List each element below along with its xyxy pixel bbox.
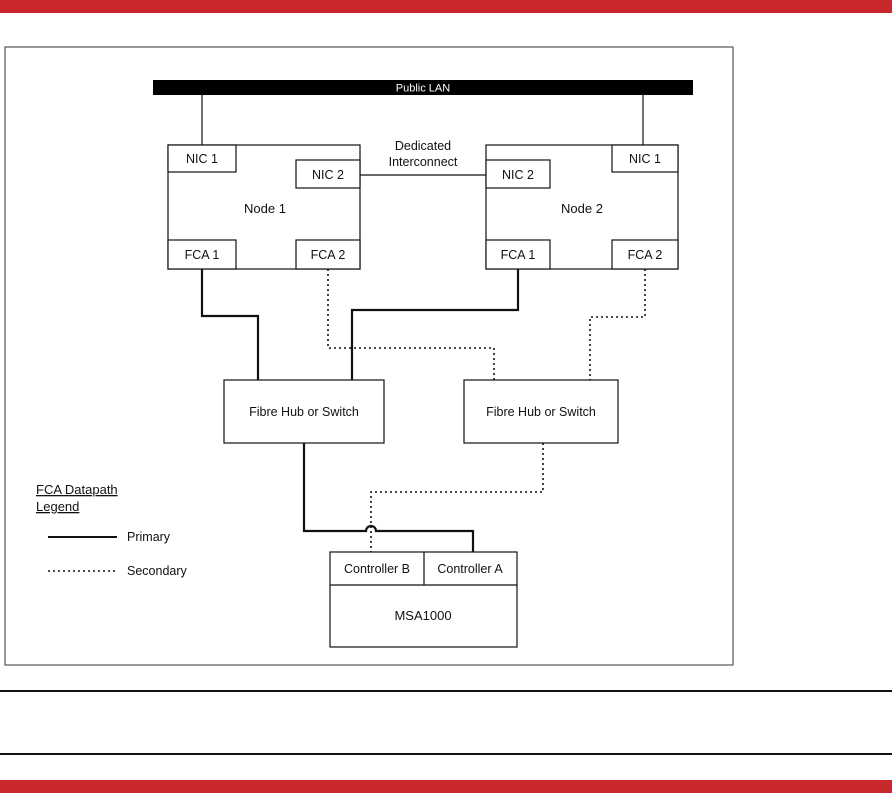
node-2-box [485, 144, 679, 270]
node-2-nic2-box [485, 159, 551, 189]
interconnect-label-line2: Interconnect [389, 155, 458, 169]
public-lan-label: Public LAN [396, 83, 450, 95]
fibre-hub-1: Fibre Hub or Switch [223, 379, 385, 444]
primary-path-node1-fca1 [200, 269, 260, 380]
node-2-fca1-label: FCA 1 [501, 248, 536, 262]
node-2: Node 2 NIC 1 NIC 2 FCA 1 FCA 2 [485, 144, 679, 270]
node-1-label: Node 1 [244, 201, 286, 216]
fibre-hub-2: Fibre Hub or Switch [463, 379, 619, 444]
primary-path-node2-fca1 [350, 269, 520, 380]
node-1-fca2-label: FCA 2 [311, 248, 346, 262]
fibre-hub-1-box [223, 379, 385, 444]
legend-title-line2: Legend [36, 499, 79, 514]
bottom-red-band [0, 780, 892, 793]
legend-secondary-label: Secondary [127, 564, 188, 578]
horizontal-rule-upper [0, 690, 892, 692]
public-lan: Public LAN [153, 80, 693, 95]
node-1-box [167, 144, 361, 270]
node-1-nic2-label: NIC 2 [312, 168, 344, 182]
secondary-path-node1-fca2 [327, 269, 495, 380]
node-1-fca1-label: FCA 1 [185, 248, 220, 262]
node-2-nic1-label: NIC 1 [629, 152, 661, 166]
node-2-nic2-label: NIC 2 [502, 168, 534, 182]
legend-title-line1: FCA Datapath [36, 482, 118, 497]
node-1-nic1-box [167, 144, 237, 173]
legend-primary-label: Primary [127, 530, 171, 544]
node-1-nic1-label: NIC 1 [186, 152, 218, 166]
secondary-path-node2-fca2 [589, 269, 646, 380]
interconnect-label-line1: Dedicated [395, 139, 451, 153]
top-red-band [0, 0, 892, 13]
node-2-nic1-box [611, 144, 679, 173]
node-2-fca2-box [611, 239, 679, 270]
horizontal-rule-lower [0, 753, 892, 755]
node-1: Node 1 NIC 1 NIC 2 FCA 1 FCA 2 [167, 144, 361, 270]
msa1000-label: MSA1000 [394, 608, 451, 623]
node-2-label: Node 2 [561, 201, 603, 216]
node-1-nic2-box [295, 159, 361, 189]
node-2-fca2-label: FCA 2 [628, 248, 663, 262]
controller-a-label: Controller A [437, 562, 503, 576]
fibre-hub-2-label: Fibre Hub or Switch [486, 405, 596, 419]
cluster-datapath-diagram: Public LAN Node 1 NIC 1 NIC 2 FCA 1 FCA … [4, 46, 734, 666]
datapath-legend: FCA Datapath Legend Primary Secondary [36, 482, 188, 578]
public-lan-bar [153, 80, 693, 95]
fibre-hub-1-label: Fibre Hub or Switch [249, 405, 359, 419]
secondary-path-hub2-controller-b [370, 443, 544, 552]
node-2-fca1-box [485, 239, 551, 270]
fibre-hub-2-box [463, 379, 619, 444]
msa1000-storage: Controller B Controller A MSA1000 [329, 551, 518, 648]
controller-b-label: Controller B [344, 562, 410, 576]
